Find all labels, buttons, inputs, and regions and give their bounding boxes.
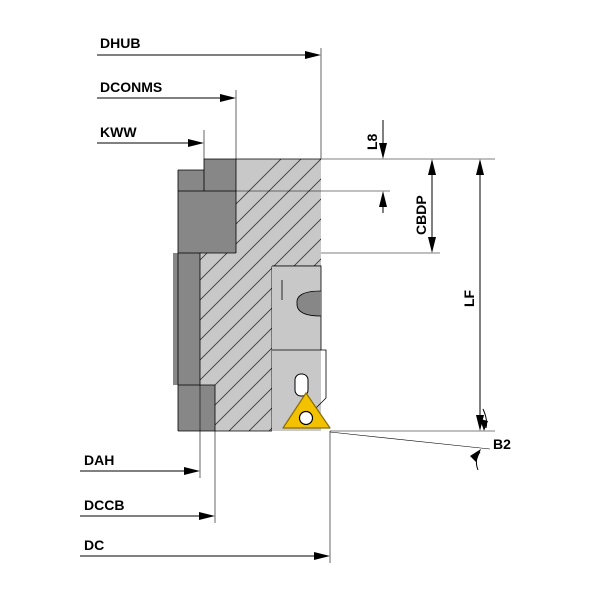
dim-b2: B2 [329,408,511,471]
cutting-insert [282,392,331,429]
clamp-screw [294,373,309,397]
dim-kww: KWW [97,124,205,159]
cutter-body [173,158,327,432]
label-dah: DAH [84,452,114,468]
dim-dah: DAH [80,385,201,478]
label-dc: DC [84,537,104,553]
dim-dconms: DCONMS [97,79,237,159]
dim-l8: L8 [236,120,495,213]
label-lf: LF [461,289,477,307]
insert-hole [298,410,314,426]
dim-cbdp: CBDP [321,159,440,254]
dim-dhub: DHUB [97,35,322,159]
label-b2: B2 [493,436,511,452]
chip-gullet [296,290,322,317]
dim-dccb: DCCB [80,431,216,523]
dim-lf: LF [461,159,484,431]
label-cbdp: CBDP [413,195,429,235]
cutter-section [200,159,321,431]
label-l8: L8 [364,133,380,150]
label-dconms: DCONMS [100,79,162,95]
label-dhub: DHUB [100,35,140,51]
insert-triangle [282,392,331,429]
dim-dc: DC [80,431,331,563]
label-dccb: DCCB [84,497,124,513]
label-kww: KWW [100,124,137,140]
